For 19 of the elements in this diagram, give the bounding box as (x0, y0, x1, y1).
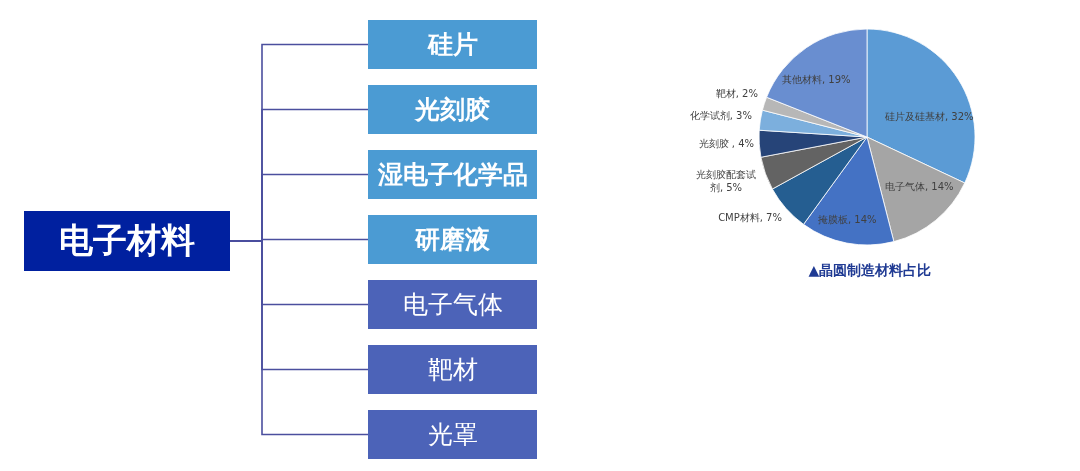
category-box: 湿电子化学品 (368, 150, 537, 199)
data-label: 光刻胶 , 4% (697, 137, 754, 150)
data-label: 靶材, 2% (714, 87, 758, 100)
data-label: 其他材料, 19% (782, 73, 852, 86)
category-box: 硅片 (368, 20, 537, 69)
data-label: 化学试剂, 3% (688, 109, 752, 122)
data-label: 掩膜板, 14% (818, 213, 878, 226)
category-box: 靶材 (368, 345, 537, 394)
connector-line (229, 240, 369, 436)
chart-title: ▲晶圆制造材料占比 (807, 262, 933, 280)
data-label: 电子气体, 14% (885, 180, 955, 193)
category-box: 光罩 (368, 410, 537, 459)
category-box: 电子气体 (368, 280, 537, 329)
data-label: 光刻胶配套试剂, 5% (695, 168, 757, 194)
data-label: 硅片及硅基材, 32% (885, 110, 975, 123)
data-label: CMP材料, 7% (717, 211, 782, 224)
category-box: 研磨液 (368, 215, 537, 264)
category-box: 光刻胶 (368, 85, 537, 134)
root-box: 电子材料 (24, 211, 230, 271)
